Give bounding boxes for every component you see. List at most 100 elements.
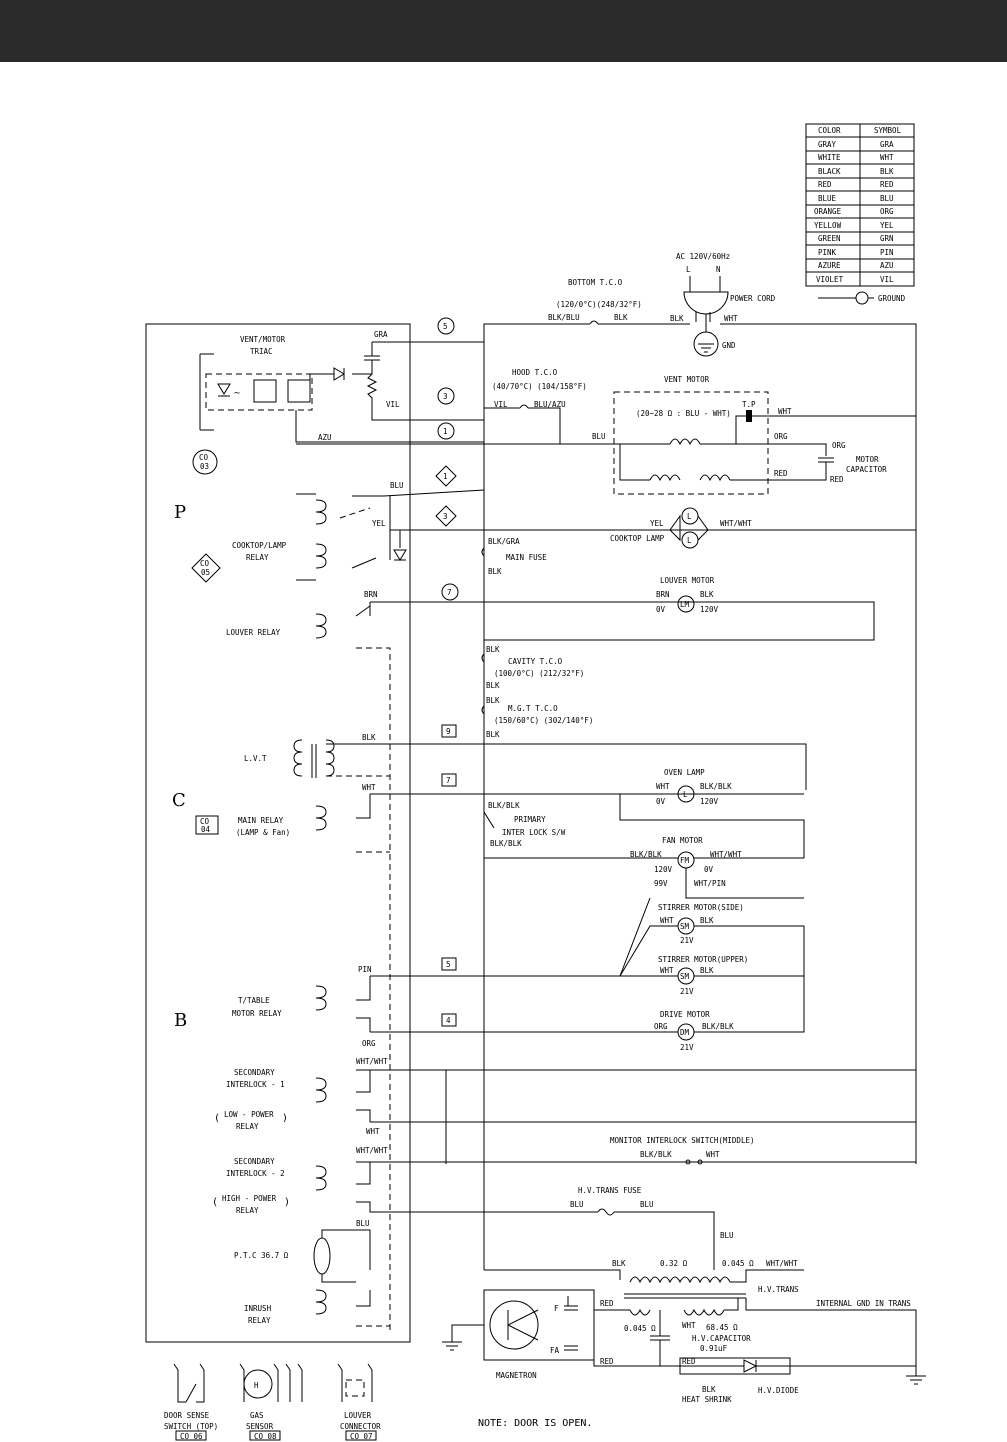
main-wiring [145, 323, 917, 1343]
legend-color: VIOLET [816, 275, 844, 284]
svg-text:STIRRER MOTOR(UPPER): STIRRER MOTOR(UPPER) [658, 955, 748, 964]
svg-text:YEL: YEL [372, 519, 386, 528]
gas-sensor-icon [243, 1369, 273, 1399]
legend-color: GRAY [818, 140, 837, 149]
bottom-parts: DOOR SENSE SWITCH (TOP) CO 06 H GAS SENS… [164, 1363, 381, 1441]
svg-text:BLK: BLK [488, 567, 502, 576]
svg-text:120V: 120V [700, 605, 719, 614]
svg-text:P.T.C 36.7 Ω: P.T.C 36.7 Ω [234, 1251, 289, 1260]
svg-text:21V: 21V [680, 987, 694, 996]
svg-text:WHT: WHT [660, 966, 674, 975]
svg-text:GND: GND [722, 341, 736, 350]
svg-text:21V: 21V [680, 1043, 694, 1052]
lvt-circuit: BLK [293, 733, 807, 790]
svg-text:SENSOR: SENSOR [246, 1422, 274, 1431]
svg-text:MOTOR: MOTOR [856, 455, 879, 464]
svg-text:CO: CO [200, 559, 210, 568]
section-letter-b: B [174, 1010, 187, 1031]
svg-text:RED: RED [682, 1357, 696, 1366]
svg-text:H.V.DIODE: H.V.DIODE [758, 1386, 799, 1395]
svg-text:RELAY: RELAY [236, 1206, 259, 1215]
legend-symbol: VIL [880, 275, 894, 284]
svg-text:BLK: BLK [700, 916, 714, 925]
svg-text:ORG: ORG [362, 1039, 376, 1048]
svg-text:BLK: BLK [486, 696, 500, 705]
svg-text:): ) [282, 1113, 288, 1124]
svg-text:BRN: BRN [364, 590, 378, 599]
svg-text:BLU: BLU [570, 1200, 584, 1209]
hv-capacitor-diode: H.V.CAPACITOR 0.91uF RED BLK HEAT SHRINK… [650, 1310, 916, 1404]
svg-text:BLK/BLK: BLK/BLK [488, 801, 520, 810]
svg-text:DM: DM [680, 1028, 690, 1037]
svg-text:HIGH - POWER: HIGH - POWER [222, 1194, 277, 1203]
svg-text:WHT: WHT [366, 1127, 380, 1136]
oven-lamp-icon [677, 785, 695, 803]
svg-text:VIL: VIL [494, 400, 508, 409]
motor-circuits: STIRRER MOTOR(SIDE) WHT BLK SM 21V STIRR… [370, 897, 805, 1052]
svg-text:INTERLOCK - 2: INTERLOCK - 2 [226, 1169, 285, 1178]
svg-text:9: 9 [446, 727, 451, 736]
svg-text:0.045 Ω: 0.045 Ω [624, 1324, 656, 1333]
legend-symbol: BLK [880, 167, 894, 176]
svg-text:GAS: GAS [250, 1411, 264, 1420]
interlock-relays: WHT/WHT WHT WHT/WHT BLU MONITOR INTERLOC… [315, 1057, 917, 1228]
vent-motor-circuit: HOOD T.C.O (40/70°C) (104/158°F) VIL BLU… [296, 368, 916, 495]
svg-text:BLK/BLU: BLK/BLU [548, 313, 580, 322]
svg-text:MAGNETRON: MAGNETRON [496, 1371, 537, 1380]
svg-text:BLK: BLK [614, 313, 628, 322]
svg-text:CO 06: CO 06 [180, 1432, 203, 1441]
svg-text:WHT: WHT [656, 782, 670, 791]
svg-text:H.V.TRANS: H.V.TRANS [758, 1285, 799, 1294]
svg-text:CO: CO [199, 453, 209, 462]
louver-motor-icon [677, 595, 695, 613]
svg-text:WHT/PIN: WHT/PIN [694, 879, 726, 888]
note-text: NOTE: DOOR IS OPEN. [478, 1418, 592, 1429]
svg-text:SECONDARY: SECONDARY [234, 1068, 275, 1077]
svg-text:MAIN RELAY: MAIN RELAY [238, 816, 284, 825]
svg-text:VIL: VIL [386, 400, 400, 409]
svg-text:0V: 0V [656, 797, 666, 806]
louver-circuit: BLK/GRA MAIN FUSE BLK BRN LOUVER MOTOR B… [315, 537, 875, 1330]
svg-text:BLK/BLK: BLK/BLK [700, 782, 732, 791]
legend-color: WHITE [818, 153, 841, 162]
svg-text:WHT/WHT: WHT/WHT [710, 850, 742, 859]
svg-text:WHT/WHT: WHT/WHT [766, 1259, 798, 1268]
legend-symbol: RED [880, 180, 894, 189]
svg-text:RED: RED [830, 475, 844, 484]
legend-symbol: ORG [880, 207, 894, 216]
section-letter-p: P [174, 502, 186, 523]
svg-text:H.V.CAPACITOR: H.V.CAPACITOR [692, 1334, 751, 1343]
svg-text:CO 07: CO 07 [350, 1432, 373, 1441]
plug-icon [683, 291, 729, 315]
svg-text:BLK: BLK [702, 1385, 716, 1394]
svg-text:03: 03 [200, 462, 209, 471]
ttable-relay: PIN ORG [315, 965, 376, 1048]
svg-text:LOW - POWER: LOW - POWER [224, 1110, 274, 1119]
svg-text:FAN MOTOR: FAN MOTOR [662, 836, 703, 845]
control-board [145, 323, 411, 1343]
svg-text:DOOR SENSE: DOOR SENSE [164, 1411, 210, 1420]
svg-text:BLK/BLK: BLK/BLK [640, 1150, 672, 1159]
svg-text:BLK: BLK [612, 1259, 626, 1268]
svg-text:SM: SM [680, 922, 690, 931]
magnetron: F FA RED RED MAGNETRON [442, 1289, 660, 1380]
svg-text:21V: 21V [680, 936, 694, 945]
legend-color: BLACK [818, 167, 841, 176]
svg-text:WHT: WHT [362, 783, 376, 792]
svg-text:ORG: ORG [774, 432, 788, 441]
svg-text:DRIVE MOTOR: DRIVE MOTOR [660, 1010, 710, 1019]
svg-text:WHT: WHT [724, 314, 738, 323]
svg-text:0V: 0V [704, 865, 714, 874]
svg-text:5: 5 [443, 322, 448, 331]
co05-badge [191, 553, 221, 583]
svg-text:3: 3 [443, 512, 448, 521]
svg-text:STIRRER MOTOR(SIDE): STIRRER MOTOR(SIDE) [658, 903, 744, 912]
svg-text:RED: RED [600, 1299, 614, 1308]
svg-text:68.45 Ω: 68.45 Ω [706, 1323, 738, 1332]
svg-text:BLK: BLK [700, 590, 714, 599]
svg-text:120V: 120V [654, 865, 673, 874]
svg-text:BLK: BLK [486, 730, 500, 739]
svg-text:~: ~ [234, 388, 240, 399]
svg-text:MAIN FUSE: MAIN FUSE [506, 553, 547, 562]
